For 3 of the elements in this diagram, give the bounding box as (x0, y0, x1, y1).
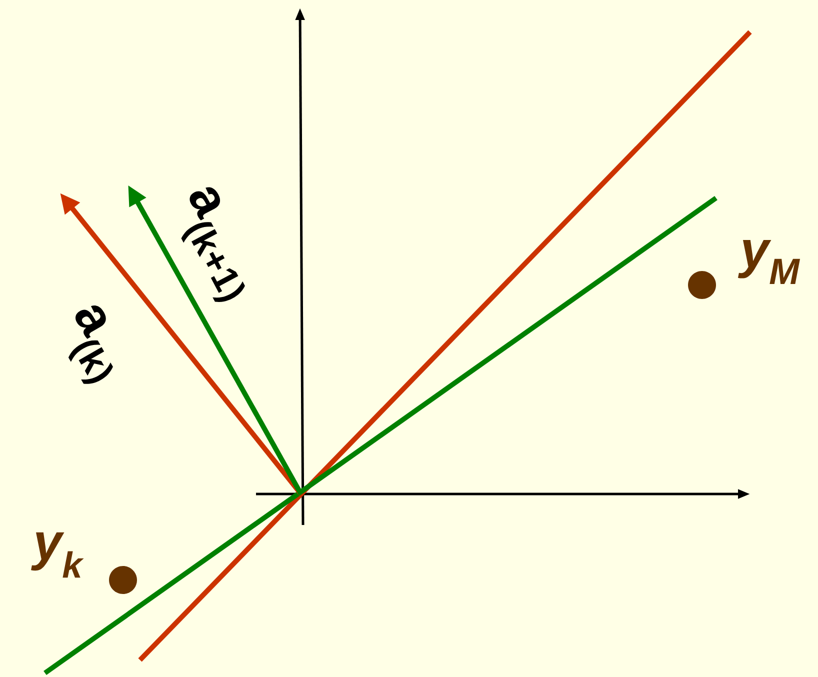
point-label: y$_{k}$ (31, 532, 84, 578)
point-label: y$_{M}$ (738, 240, 800, 284)
vector-label: a$_{(k)}$ (68, 305, 113, 384)
